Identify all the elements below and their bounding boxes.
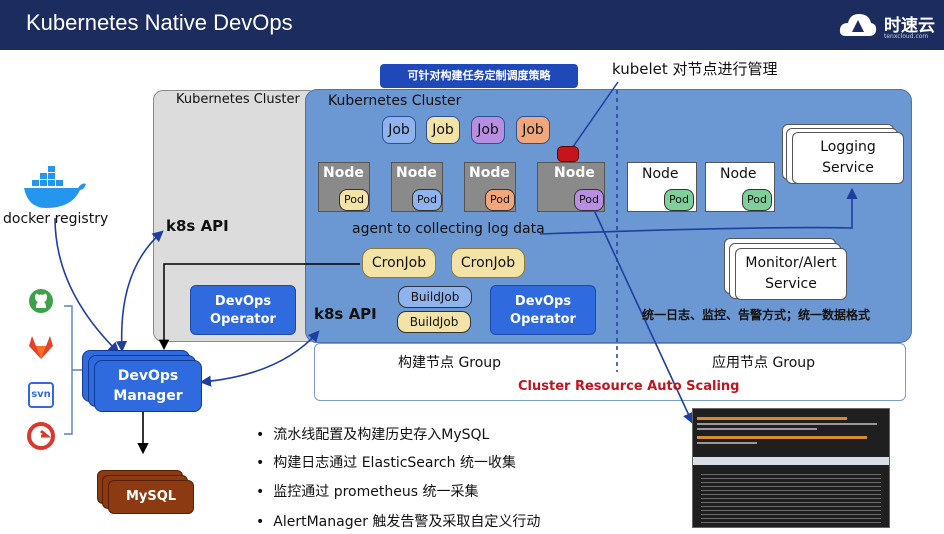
node-label: Node <box>396 165 437 181</box>
app-group-label: 应用节点 Group <box>712 355 816 371</box>
job-chip: Job <box>426 116 460 144</box>
bullet-item: 流水线配置及构建历史存入MySQL <box>256 424 489 444</box>
logging-line1: Logging <box>820 139 876 155</box>
terminal-titlebar <box>693 457 889 465</box>
job-chip: Job <box>382 116 416 144</box>
devops-operator-right: DevOps Operator <box>490 285 596 335</box>
devops-manager: DevOps Manager <box>94 360 202 412</box>
logging-service: Logging Service <box>792 132 904 184</box>
gitlab-icon <box>29 336 53 359</box>
monitor-line2: Service <box>765 276 817 292</box>
buildjob: BuildJob <box>398 286 472 308</box>
k8s-api-mid: k8s API <box>314 305 377 323</box>
pod: Pod <box>742 189 772 211</box>
app-node: Node Pod <box>705 162 775 212</box>
build-node: Node Pod <box>464 162 516 212</box>
github-icon <box>29 289 53 313</box>
cronjob: CronJob <box>451 248 525 278</box>
buildjob: BuildJob <box>397 311 471 333</box>
pod: Pod <box>339 189 369 211</box>
docker-registry-label: docker registry <box>3 211 109 227</box>
agent-log-label: agent to collecting log data <box>352 221 545 237</box>
log-terminal <box>692 408 890 528</box>
gogs-icon <box>27 422 55 450</box>
app-node: Node Pod <box>627 162 697 212</box>
header: Kubernetes Native DevOps 时速云 tenxcloud.c… <box>0 0 944 50</box>
operator-line2: Operator <box>210 312 276 327</box>
build-node: Node Pod <box>537 162 605 212</box>
bullet-item: 构建日志通过 ElasticSearch 统一收集 <box>256 452 516 472</box>
monitor-alert-service: Monitor/Alert Service <box>735 248 847 300</box>
tenxcloud-logo-icon <box>839 14 877 36</box>
node-label: Node <box>642 166 679 182</box>
kubelet-icon <box>557 146 579 162</box>
monitor-line1: Monitor/Alert <box>745 255 837 271</box>
terminal-log-lines <box>697 413 887 449</box>
manager-line2: Manager <box>113 388 183 404</box>
bullet-item: 监控通过 prometheus 统一采集 <box>256 481 478 501</box>
build-group-label: 构建节点 Group <box>398 355 502 371</box>
header-bar <box>0 0 944 50</box>
page-title: Kubernetes Native DevOps <box>26 10 293 35</box>
pod: Pod <box>485 189 515 211</box>
operator-line1: DevOps <box>214 294 272 309</box>
job-chip: Job <box>516 116 550 144</box>
operator-line2: Operator <box>510 312 576 327</box>
job-chip: Job <box>471 116 505 144</box>
devops-operator-left: DevOps Operator <box>190 285 296 335</box>
auto-scaling-label: Cluster Resource Auto Scaling <box>518 379 740 394</box>
node-label: Node <box>469 165 510 181</box>
operator-line1: DevOps <box>514 294 572 309</box>
logging-line2: Service <box>822 160 874 176</box>
node-label: Node <box>720 166 757 182</box>
logo-subtext: tenxcloud.com <box>884 33 929 40</box>
cronjob: CronJob <box>362 248 436 278</box>
pod: Pod <box>412 189 442 211</box>
blue-cluster-label: Kubernetes Cluster <box>328 93 462 109</box>
logo-text: 时速云 <box>884 16 935 36</box>
svn-icon: svn <box>28 382 54 408</box>
kubelet-label: kubelet 对节点进行管理 <box>612 60 778 78</box>
bullet-item: AlertManager 触发告警及采取自定义行动 <box>256 511 540 531</box>
scheduling-strategy-tag: 可针对构建任务定制调度策略 <box>380 64 578 88</box>
grey-cluster-label: Kubernetes Cluster <box>176 92 300 107</box>
mysql-db: MySQL <box>108 480 194 514</box>
node-label: Node <box>323 165 364 181</box>
pod: Pod <box>574 189 604 211</box>
pod: Pod <box>664 189 694 211</box>
docker-whale-icon <box>24 166 86 208</box>
build-node: Node Pod <box>391 162 443 212</box>
terminal-output <box>701 471 881 525</box>
unified-format-label: 统一日志、监控、告警方式；统一数据格式 <box>642 308 871 322</box>
build-node: Node Pod <box>318 162 370 212</box>
node-label: Node <box>554 165 595 181</box>
node-group-box <box>314 343 906 401</box>
k8s-api-left: k8s API <box>166 217 229 235</box>
manager-line1: DevOps <box>117 368 179 384</box>
